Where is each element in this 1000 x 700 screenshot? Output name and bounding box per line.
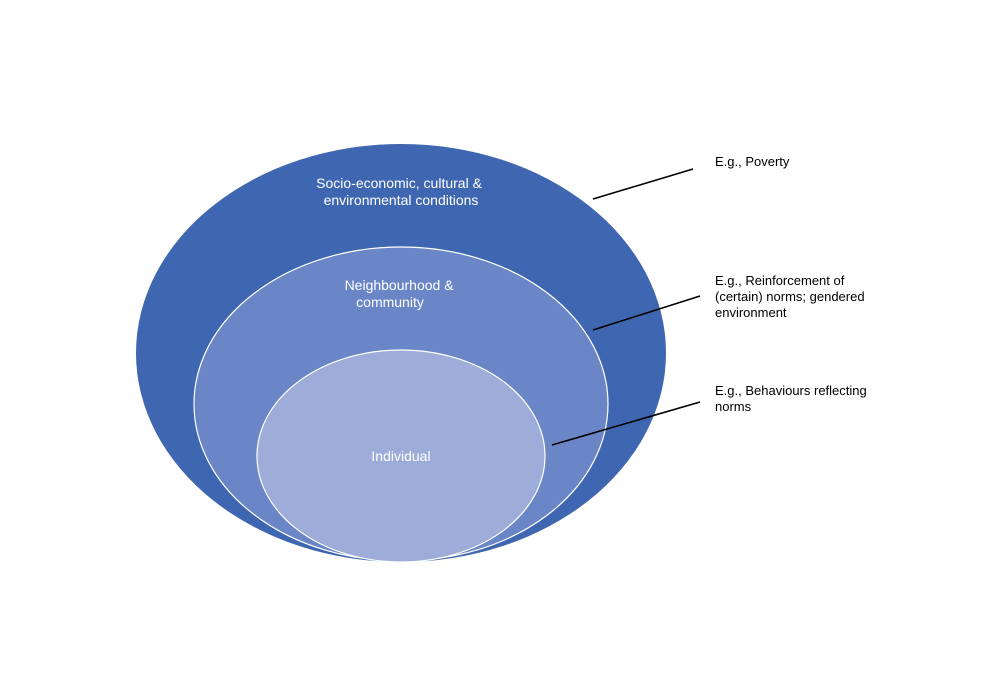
- ring-label-outer-line-1: Socio-economic, cultural &: [316, 175, 482, 191]
- ring-label-outer: Socio-economic, cultural & environmental…: [316, 175, 486, 208]
- ring-label-inner-line-1: Individual: [371, 448, 430, 464]
- callout-outer-line-1: E.g., Poverty: [715, 154, 790, 169]
- callout-inner-line-1: E.g., Behaviours reflecting: [715, 383, 867, 398]
- callout-middle-line-2: (certain) norms; gendered: [715, 289, 865, 304]
- ring-label-middle-line-1: Neighbourhood &: [345, 277, 455, 293]
- callout-outer: E.g., Poverty: [715, 154, 790, 169]
- callout-middle-line-1: E.g., Reinforcement of: [715, 273, 845, 288]
- ring-label-outer-line-2: environmental conditions: [324, 192, 479, 208]
- callout-middle-line-3: environment: [715, 305, 787, 320]
- callout-inner: E.g., Behaviours reflecting norms: [715, 383, 870, 414]
- leader-line-middle: [592, 295, 701, 331]
- callout-middle: E.g., Reinforcement of (certain) norms; …: [715, 273, 868, 320]
- leader-line-outer: [592, 168, 694, 200]
- ring-label-middle: Neighbourhood & community: [345, 277, 458, 310]
- leader-line-inner: [551, 401, 701, 446]
- ring-inner: [256, 349, 546, 563]
- ring-label-middle-line-2: community: [356, 294, 424, 310]
- callout-inner-line-2: norms: [715, 399, 752, 414]
- ring-label-inner: Individual: [371, 448, 430, 464]
